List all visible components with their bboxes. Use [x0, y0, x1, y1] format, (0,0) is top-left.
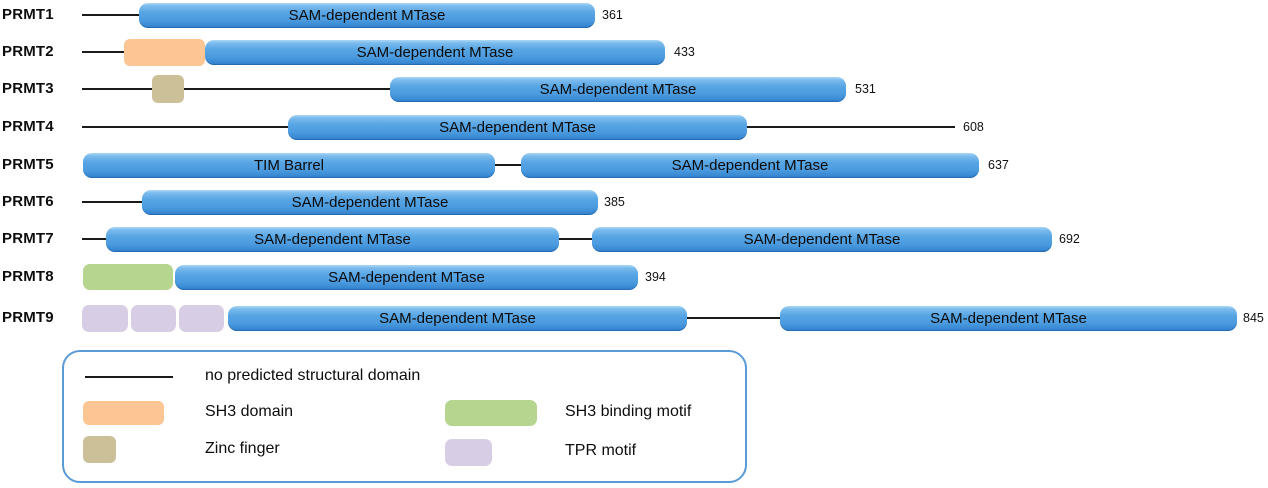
protein-label: PRMT5	[2, 156, 54, 173]
domain-box-mtase: TIM Barrel	[83, 152, 495, 178]
protein-length: 637	[988, 158, 1009, 172]
legend-tpr-swatch	[445, 439, 492, 466]
legend-line-swatch	[85, 376, 173, 378]
backbone-line	[82, 51, 124, 53]
protein-label: PRMT7	[2, 230, 54, 247]
protein-length: 608	[963, 120, 984, 134]
domain-box-mtase: SAM-dependent MTase	[106, 226, 559, 252]
backbone-line	[559, 238, 592, 240]
domain-box-sh3-binding	[83, 264, 173, 290]
protein-length: 385	[604, 195, 625, 209]
protein-label: PRMT1	[2, 6, 54, 23]
protein-length: 361	[602, 8, 623, 22]
legend-label-no-domain: no predicted structural domain	[205, 367, 421, 384]
domain-box-mtase: SAM-dependent MTase	[592, 226, 1052, 252]
domain-box-mtase: SAM-dependent MTase	[521, 152, 979, 178]
protein-length: 394	[645, 270, 666, 284]
domain-box-mtase: SAM-dependent MTase	[139, 2, 595, 28]
backbone-line	[82, 201, 142, 203]
protein-length: 433	[674, 45, 695, 59]
legend-box: no predicted structural domain SH3 domai…	[62, 350, 747, 483]
backbone-line	[747, 126, 955, 128]
backbone-line	[82, 238, 106, 240]
legend-sh3-binding-swatch	[445, 400, 537, 426]
backbone-line	[184, 88, 390, 90]
domain-box-mtase: SAM-dependent MTase	[390, 76, 846, 102]
domain-box-zinc	[152, 75, 184, 103]
legend-zinc-finger-swatch	[83, 436, 116, 463]
protein-label: PRMT4	[2, 118, 54, 135]
domain-box-tpr	[131, 304, 176, 332]
backbone-line	[495, 164, 521, 166]
domain-box-mtase: SAM-dependent MTase	[228, 305, 687, 331]
domain-box-mtase: SAM-dependent MTase	[142, 189, 598, 215]
domain-box-mtase: SAM-dependent MTase	[288, 114, 747, 140]
legend-label-zinc-finger: Zinc finger	[205, 440, 280, 457]
legend-label-tpr: TPR motif	[565, 442, 637, 459]
protein-label: PRMT3	[2, 80, 54, 97]
legend-label-sh3: SH3 domain	[205, 403, 294, 420]
legend-label-sh3-binding: SH3 binding motif	[565, 403, 692, 420]
protein-length: 531	[855, 82, 876, 96]
protein-label: PRMT8	[2, 268, 54, 285]
backbone-line	[687, 317, 780, 319]
backbone-line	[82, 126, 288, 128]
protein-label: PRMT2	[2, 43, 54, 60]
legend-sh3-swatch	[83, 401, 164, 425]
domain-box-mtase: SAM-dependent MTase	[780, 305, 1237, 331]
protein-length: 692	[1059, 232, 1080, 246]
backbone-line	[82, 14, 139, 16]
domain-box-tpr	[179, 304, 224, 332]
domain-box-sh3	[124, 38, 205, 66]
protein-label: PRMT6	[2, 193, 54, 210]
protein-label: PRMT9	[2, 309, 54, 326]
protein-length: 845	[1243, 311, 1264, 325]
backbone-line	[82, 88, 152, 90]
domain-box-mtase: SAM-dependent MTase	[175, 264, 638, 290]
domain-box-mtase: SAM-dependent MTase	[205, 39, 665, 65]
domain-box-tpr	[82, 304, 128, 332]
